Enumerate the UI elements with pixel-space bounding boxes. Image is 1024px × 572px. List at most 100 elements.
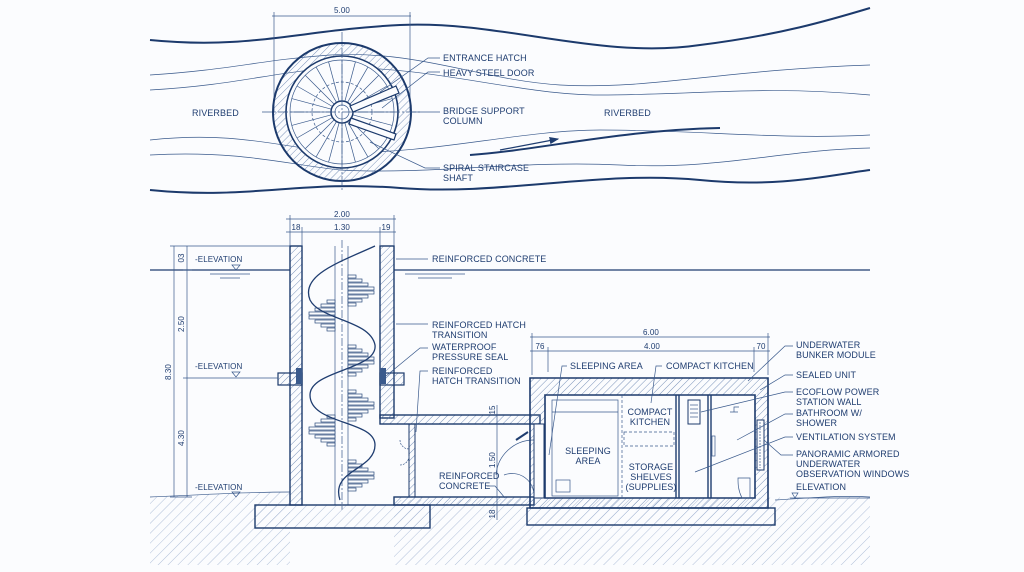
stair-tread: [347, 401, 375, 406]
elevation-label-3: -ELEVATION: [195, 483, 243, 492]
stair-spoke: [328, 122, 340, 163]
kitchen-counter: [623, 431, 675, 447]
label-bathroom-2: SHOWER: [796, 418, 838, 428]
stair-tread: [314, 307, 336, 312]
label-bridge-support: BRIDGE SUPPORT: [443, 106, 525, 116]
stair-tread: [347, 479, 369, 484]
plan-leaders: [369, 57, 440, 169]
shaft-footing: [254, 504, 431, 529]
label-bathroom: BATHROOM W/: [796, 408, 862, 418]
stair-tread: [347, 274, 357, 279]
label-ventilation: VENTILATION SYSTEM: [796, 432, 896, 442]
riverbed-label-left: RIVERBED: [192, 108, 239, 118]
plan-dimension: 5.00: [272, 6, 411, 112]
heavy-steel-door: [348, 117, 397, 141]
stair-spoke: [291, 98, 332, 110]
bed: [551, 399, 619, 497]
elevation-label-1: -ELEVATION: [195, 255, 243, 264]
stair-tread: [347, 483, 363, 488]
label-waterproof-seal-2: PRESSURE SEAL: [432, 352, 508, 362]
shaft-dimensions: 2.00 18 1.30 19: [286, 210, 396, 246]
stair-tread: [347, 290, 375, 295]
stair-tread: [347, 278, 363, 283]
dim-bunker-right: 70: [756, 342, 766, 351]
stair-tread: [347, 286, 375, 291]
stair-tread: [347, 294, 369, 299]
dim-inner: 1.30: [334, 223, 350, 232]
room-kitchen: COMPACT: [627, 407, 672, 417]
toilet: [737, 477, 751, 499]
label-hatch-transition-b: REINFORCED: [432, 366, 493, 376]
stair-tread: [347, 298, 363, 303]
stair-tread: [308, 315, 336, 320]
stair-tread: [314, 319, 336, 324]
dim-bunker-overall: 6.00: [643, 328, 659, 337]
stair-spoke: [315, 121, 337, 158]
shaft-plan-circle: [262, 32, 422, 192]
label-hatch-transition-b2: HATCH TRANSITION: [432, 376, 521, 386]
label-sleeping-area: SLEEPING AREA: [570, 361, 643, 371]
label-compact-kitchen: COMPACT KITCHEN: [666, 361, 754, 371]
room-storage: STORAGE: [629, 462, 674, 472]
label-spiral-staircase-2: SHAFT: [443, 173, 473, 183]
stair-tread: [347, 459, 357, 464]
label-windows-3: OBSERVATION WINDOWS: [796, 469, 909, 479]
stair-tread: [308, 311, 336, 316]
label-windows: PANORAMIC ARMORED: [796, 449, 900, 459]
elevation-dimensions: 03 2.50 8.30 4.30 -ELEVATION -ELEVATION …: [164, 245, 290, 498]
label-entrance-hatch: ENTRANCE HATCH: [443, 53, 527, 63]
dim-bunker-inner: 4.00: [644, 342, 660, 351]
stair-tread: [347, 348, 363, 353]
stair-spoke: [347, 121, 369, 158]
room-sleeping-2: AREA: [576, 456, 601, 466]
dim-door: 1.50: [488, 452, 497, 468]
staircase-shaft: [277, 240, 405, 510]
label-waterproof-seal: WATERPROOF: [432, 342, 497, 352]
stair-tread: [320, 323, 336, 328]
stair-tread: [347, 475, 375, 480]
stair-tread: [320, 438, 336, 443]
label-tunnel-concrete: REINFORCED: [439, 471, 500, 481]
bunker-leaders: [548, 345, 870, 499]
label-sealed-unit: SEALED UNIT: [796, 370, 857, 380]
flow-direction-arrow: [499, 137, 560, 151]
shower-head: [730, 406, 739, 413]
stair-tread: [347, 372, 357, 377]
dim-top: 03: [177, 253, 186, 263]
elevation-label-2: -ELEVATION: [195, 362, 243, 371]
plan-view: 5.00 RIVERBED RIVERBED ENTRANCE HATCH HE…: [149, 6, 871, 194]
stair-tread: [347, 368, 363, 373]
plan-dimension-label: 5.00: [334, 6, 350, 15]
stair-tread: [347, 352, 369, 357]
room-sleeping: SLEEPING: [565, 446, 611, 456]
label-bridge-support-2: COLUMN: [443, 116, 483, 126]
stair-tread: [314, 434, 336, 439]
stair-spoke: [347, 66, 369, 103]
bunker-dimensions: 6.00 76 4.00 70: [530, 328, 770, 375]
label-tunnel-concrete-2: CONCRETE: [439, 481, 490, 491]
label-bunker-module-2: BUNKER MODULE: [796, 350, 876, 360]
room-kitchen-2: KITCHEN: [630, 417, 670, 427]
dim-lower: 4.30: [177, 430, 186, 446]
bunker-module: [529, 377, 769, 509]
dim-right-wall: 19: [381, 223, 391, 232]
stair-tread: [347, 405, 375, 410]
stair-spoke: [296, 117, 333, 139]
bunker-footing: [526, 507, 776, 526]
stair-spoke: [315, 66, 337, 103]
stair-tread: [347, 471, 375, 476]
room-storage-2: SHELVES: [630, 472, 672, 482]
stair-tread: [347, 393, 363, 398]
stair-tread: [347, 409, 369, 414]
stair-tread: [320, 418, 336, 423]
stair-spoke: [344, 61, 356, 102]
label-windows-2: UNDERWATER: [796, 459, 861, 469]
label-elevation: ELEVATION: [796, 482, 846, 492]
stair-tread: [314, 422, 336, 427]
label-heavy-steel-door: HEAVY STEEL DOOR: [443, 68, 535, 78]
stair-spoke: [352, 114, 393, 126]
dim-bunker-left: 76: [535, 342, 545, 351]
stair-tread: [347, 344, 357, 349]
